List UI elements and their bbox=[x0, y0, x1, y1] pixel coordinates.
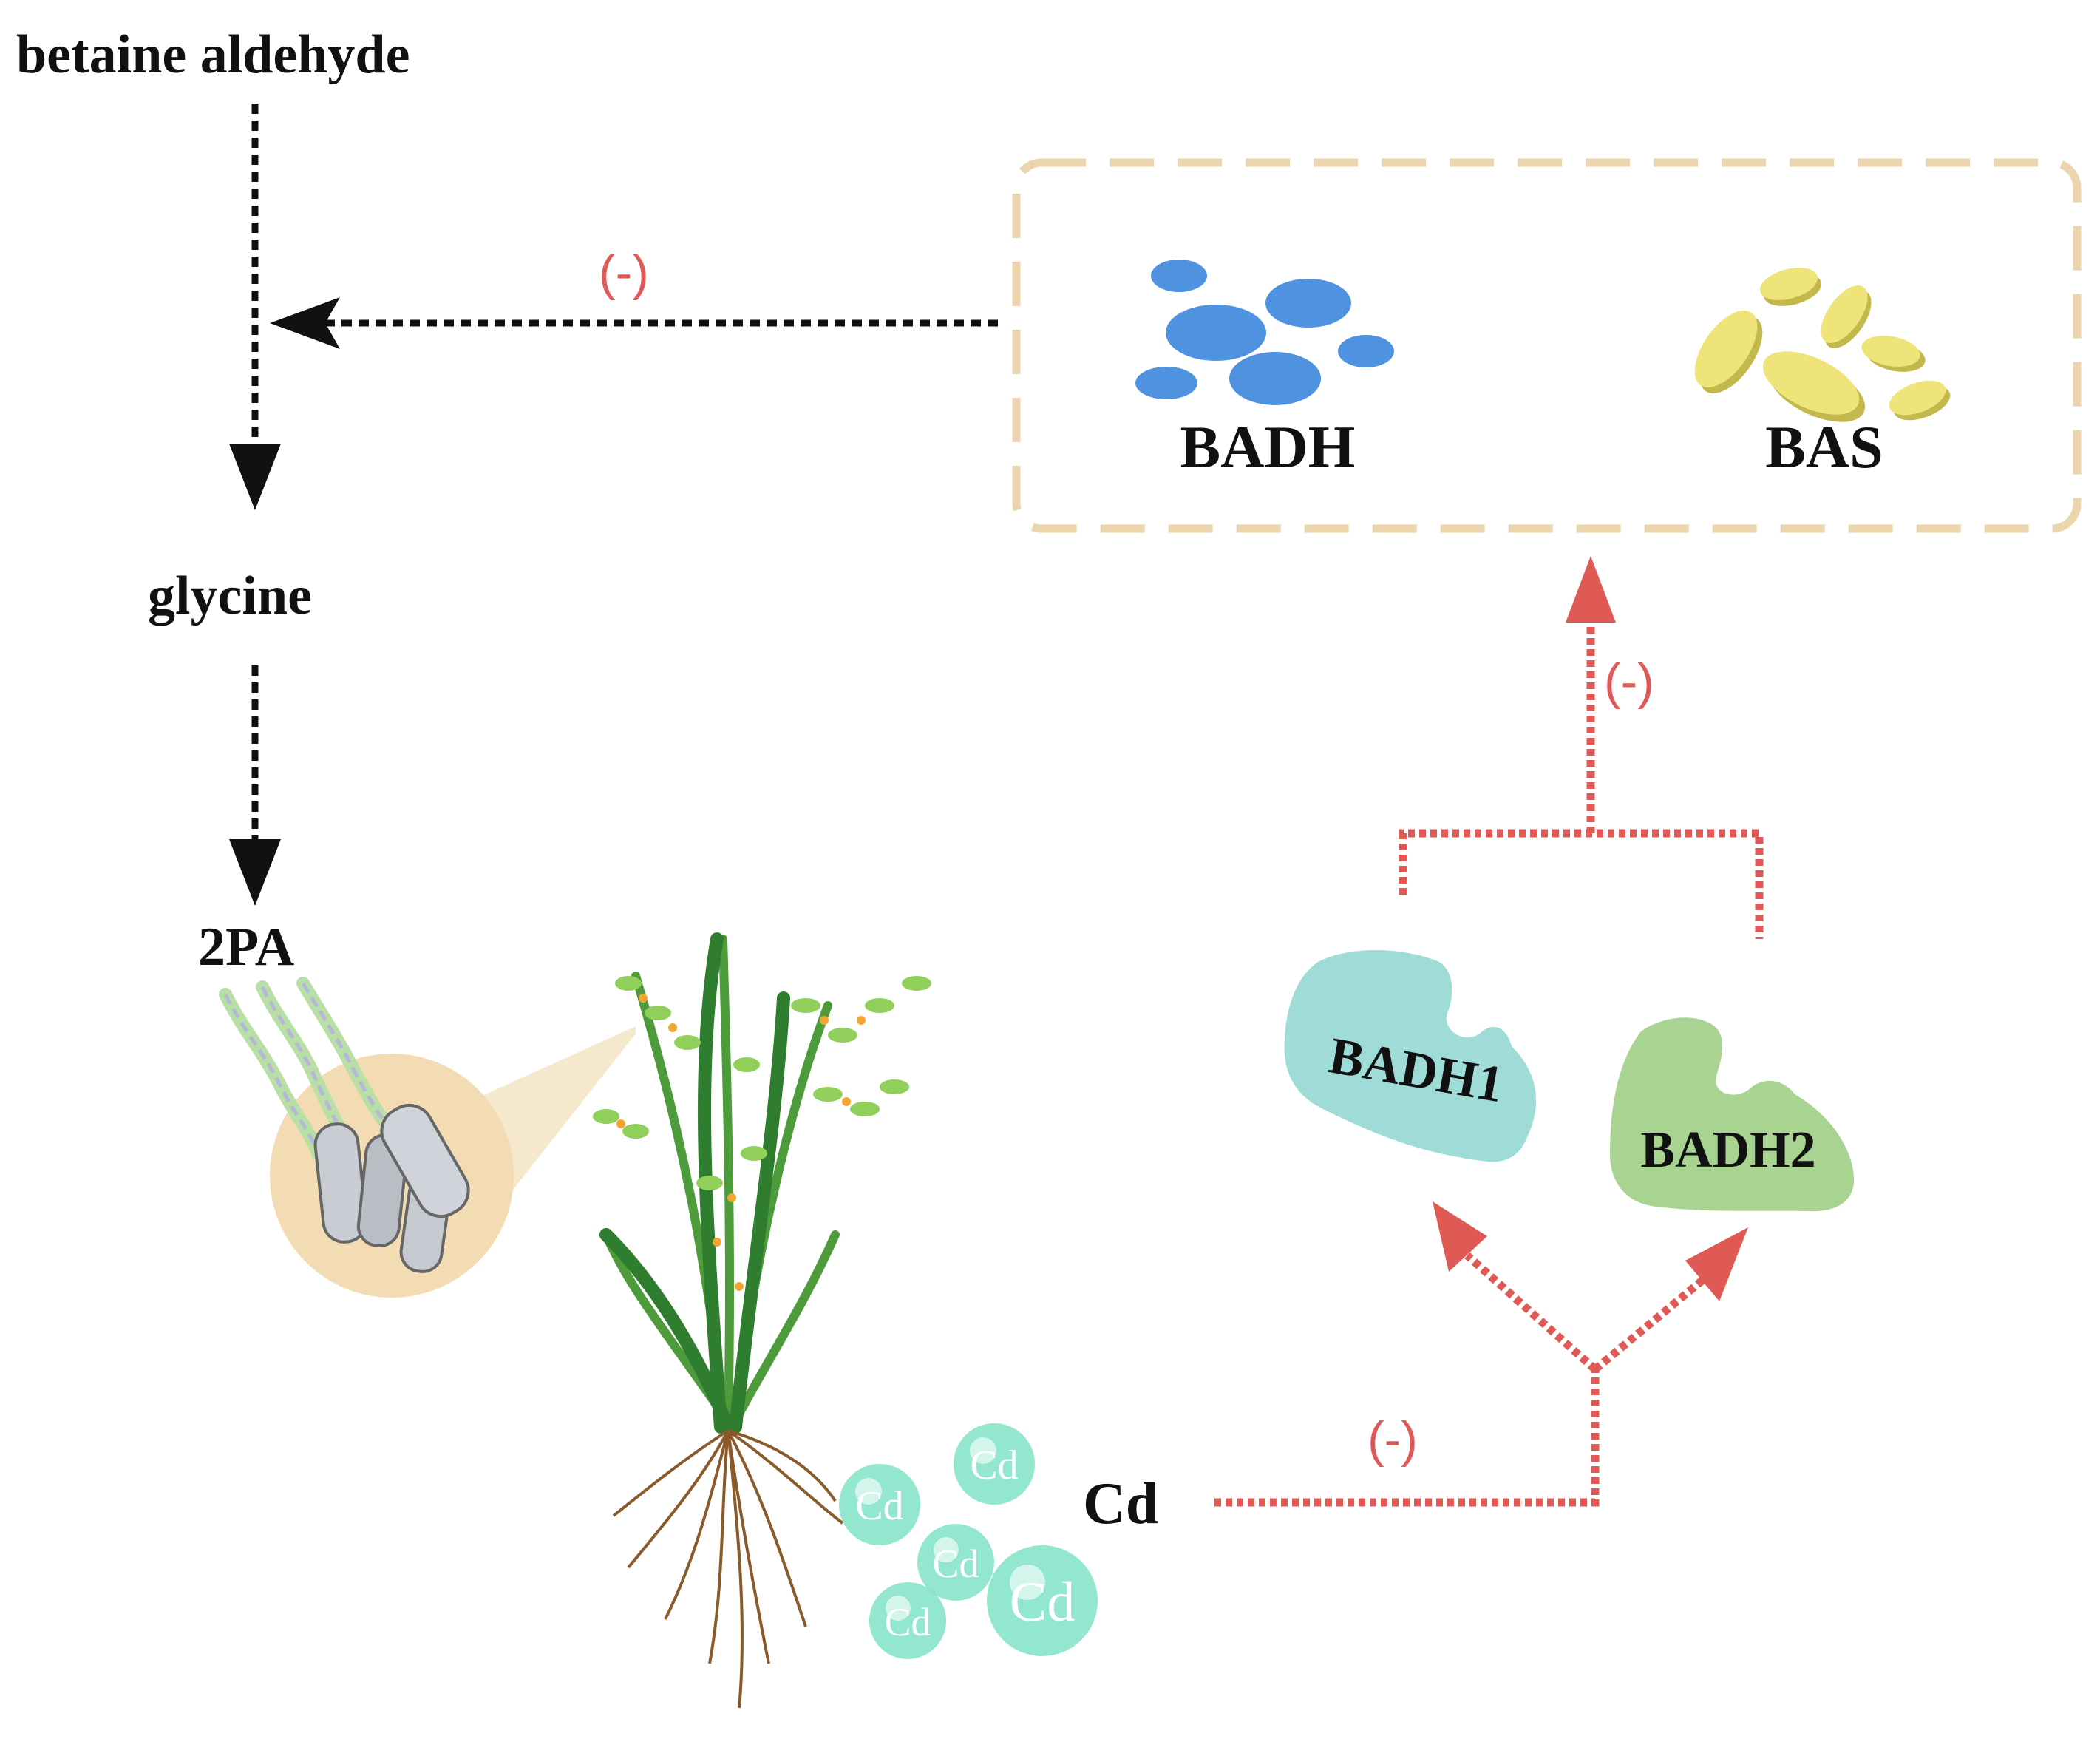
negative-sign-to-glycine: (-) bbox=[599, 245, 649, 301]
cd-ions: Cd Cd Cd Cd Cd bbox=[839, 1423, 1098, 1659]
rice-grain-magnifier bbox=[219, 977, 636, 1298]
cd-ion-label: Cd bbox=[855, 1483, 903, 1529]
red-arrowhead-up bbox=[1566, 556, 1616, 623]
arrow-glycine-to-2pa bbox=[229, 665, 281, 906]
red-arrowhead-badh1 bbox=[1433, 1201, 1487, 1272]
2pa-label: 2PA bbox=[198, 917, 294, 977]
cd-ion: Cd bbox=[869, 1582, 946, 1659]
badh-label: BADH bbox=[1180, 413, 1356, 481]
rice-grains bbox=[313, 1103, 470, 1273]
cd-ion-label: Cd bbox=[932, 1542, 979, 1586]
arrow-enzymes-inhibit-pathway bbox=[270, 297, 998, 349]
enzyme-box bbox=[1012, 158, 2082, 533]
bas-protein-icon bbox=[1694, 268, 1951, 422]
arrow-genes-inhibit-enzymes bbox=[1399, 621, 1764, 939]
red-arrowhead-badh2 bbox=[1685, 1227, 1748, 1301]
cd-label: Cd bbox=[1083, 1471, 1158, 1536]
rice-roots bbox=[612, 1429, 844, 1709]
badh2-gene-shape bbox=[1610, 1017, 1855, 1212]
betaine-aldehyde-label: betaine aldehyde bbox=[16, 24, 410, 85]
cd-ion: Cd bbox=[954, 1423, 1035, 1505]
negative-sign-from-cd: (-) bbox=[1367, 1411, 1418, 1468]
rice-plant-illustration bbox=[593, 932, 931, 1709]
cd-ion-label: Cd bbox=[1010, 1571, 1076, 1633]
rice-panicles bbox=[593, 976, 931, 1190]
cd-ion: Cd bbox=[839, 1464, 920, 1545]
arrow-betaine-to-glycine bbox=[229, 104, 281, 510]
negative-sign-to-enzymes: (-) bbox=[1604, 654, 1654, 710]
cd-ion: Cd bbox=[917, 1524, 994, 1601]
bas-label: BAS bbox=[1765, 413, 1883, 481]
arrow-cd-inhibit-genes bbox=[1214, 1252, 1707, 1507]
cd-ion: Cd bbox=[987, 1545, 1098, 1656]
badh1-gene-shape bbox=[1284, 949, 1537, 1162]
glycine-label: glycine bbox=[148, 566, 312, 626]
cd-ion-label: Cd bbox=[884, 1600, 931, 1644]
badh-protein-icon bbox=[1135, 260, 1394, 405]
badh2-label: BADH2 bbox=[1640, 1122, 1815, 1179]
cd-ion-label: Cd bbox=[970, 1443, 1018, 1488]
